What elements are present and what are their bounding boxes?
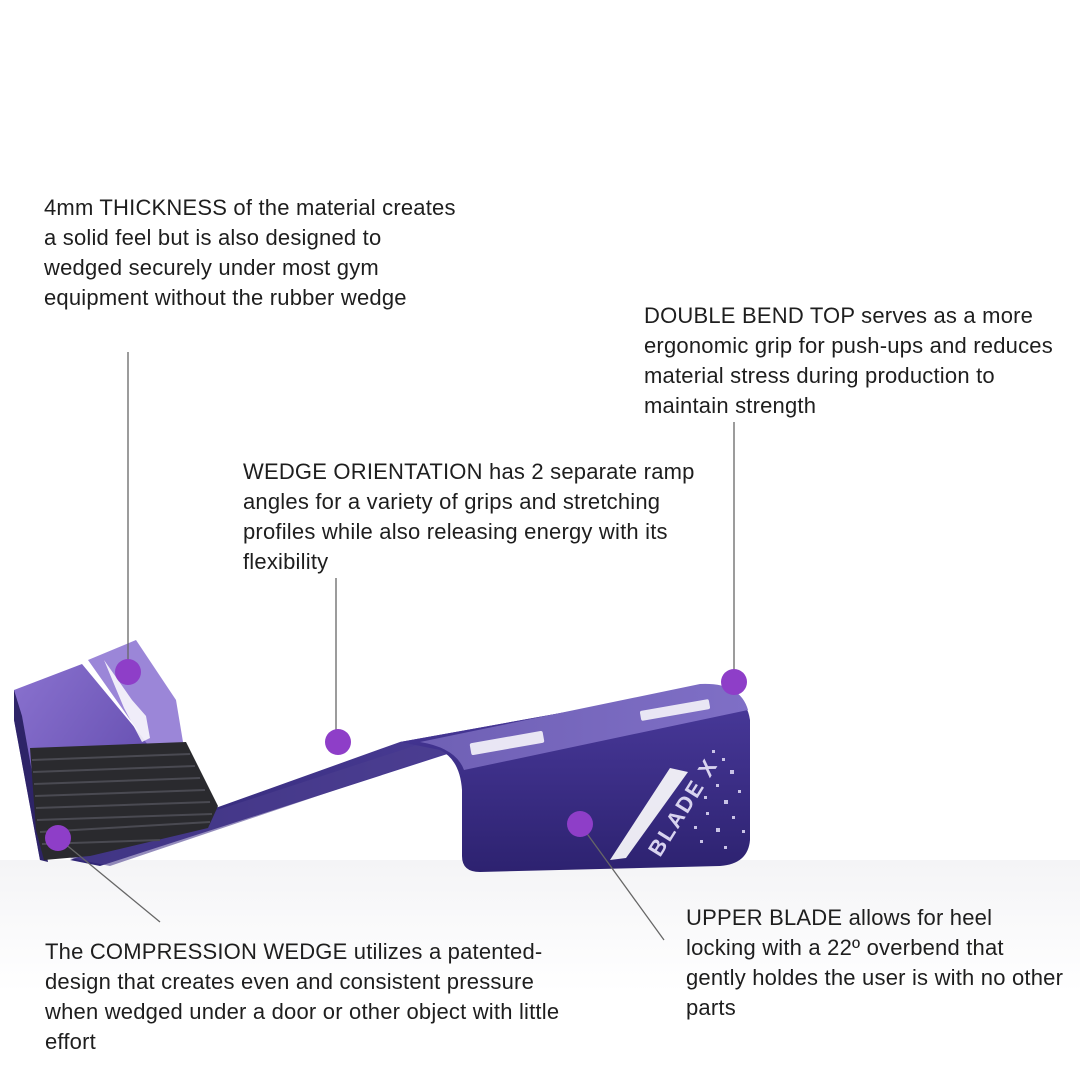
markers [45, 659, 747, 851]
floor-shadow [0, 860, 1080, 1080]
callout-wedge-orientation: WEDGE ORIENTATION has 2 separate ramp an… [243, 457, 703, 577]
leader-line-upper-blade [579, 823, 665, 941]
callout-wedge-orientation-heading: WEDGE ORIENTATION [243, 459, 483, 484]
marker-wedge [325, 729, 351, 755]
callout-double-bend-heading: DOUBLE BEND TOP [644, 303, 855, 328]
callout-upper-blade-body: allows for heel locking with a 22º overb… [686, 905, 1064, 1020]
callout-double-bend-body: serves as a more ergonomic grip for push… [644, 303, 1053, 418]
callout-compression-wedge-body: utilizes a patented-design that creates … [45, 939, 560, 1054]
marker-double-bend [721, 669, 747, 695]
leader-line-compression [57, 837, 161, 923]
callout-thickness-body: of the material creates a solid feel but… [44, 195, 456, 310]
callout-upper-blade-heading: UPPER BLADE [686, 905, 843, 930]
marker-thickness [115, 659, 141, 685]
callout-thickness: 4mm THICKNESS of the material creates a … [44, 193, 464, 313]
upper-blade: BLADE X [400, 683, 750, 872]
marker-compression [45, 825, 71, 851]
callout-thickness-heading: 4mm THICKNESS [44, 195, 228, 220]
callout-wedge-orientation-body: has 2 separate ramp angles for a variety… [243, 459, 695, 574]
callout-double-bend: DOUBLE BEND TOP serves as a more ergonom… [644, 301, 1064, 421]
callout-compression-wedge-heading: The COMPRESSION WEDGE [45, 939, 348, 964]
callout-upper-blade: UPPER BLADE allows for heel locking with… [686, 903, 1066, 1023]
callout-compression-wedge: The COMPRESSION WEDGE utilizes a patente… [45, 937, 565, 1057]
leader-lines [57, 352, 735, 941]
marker-upper-blade [567, 811, 593, 837]
